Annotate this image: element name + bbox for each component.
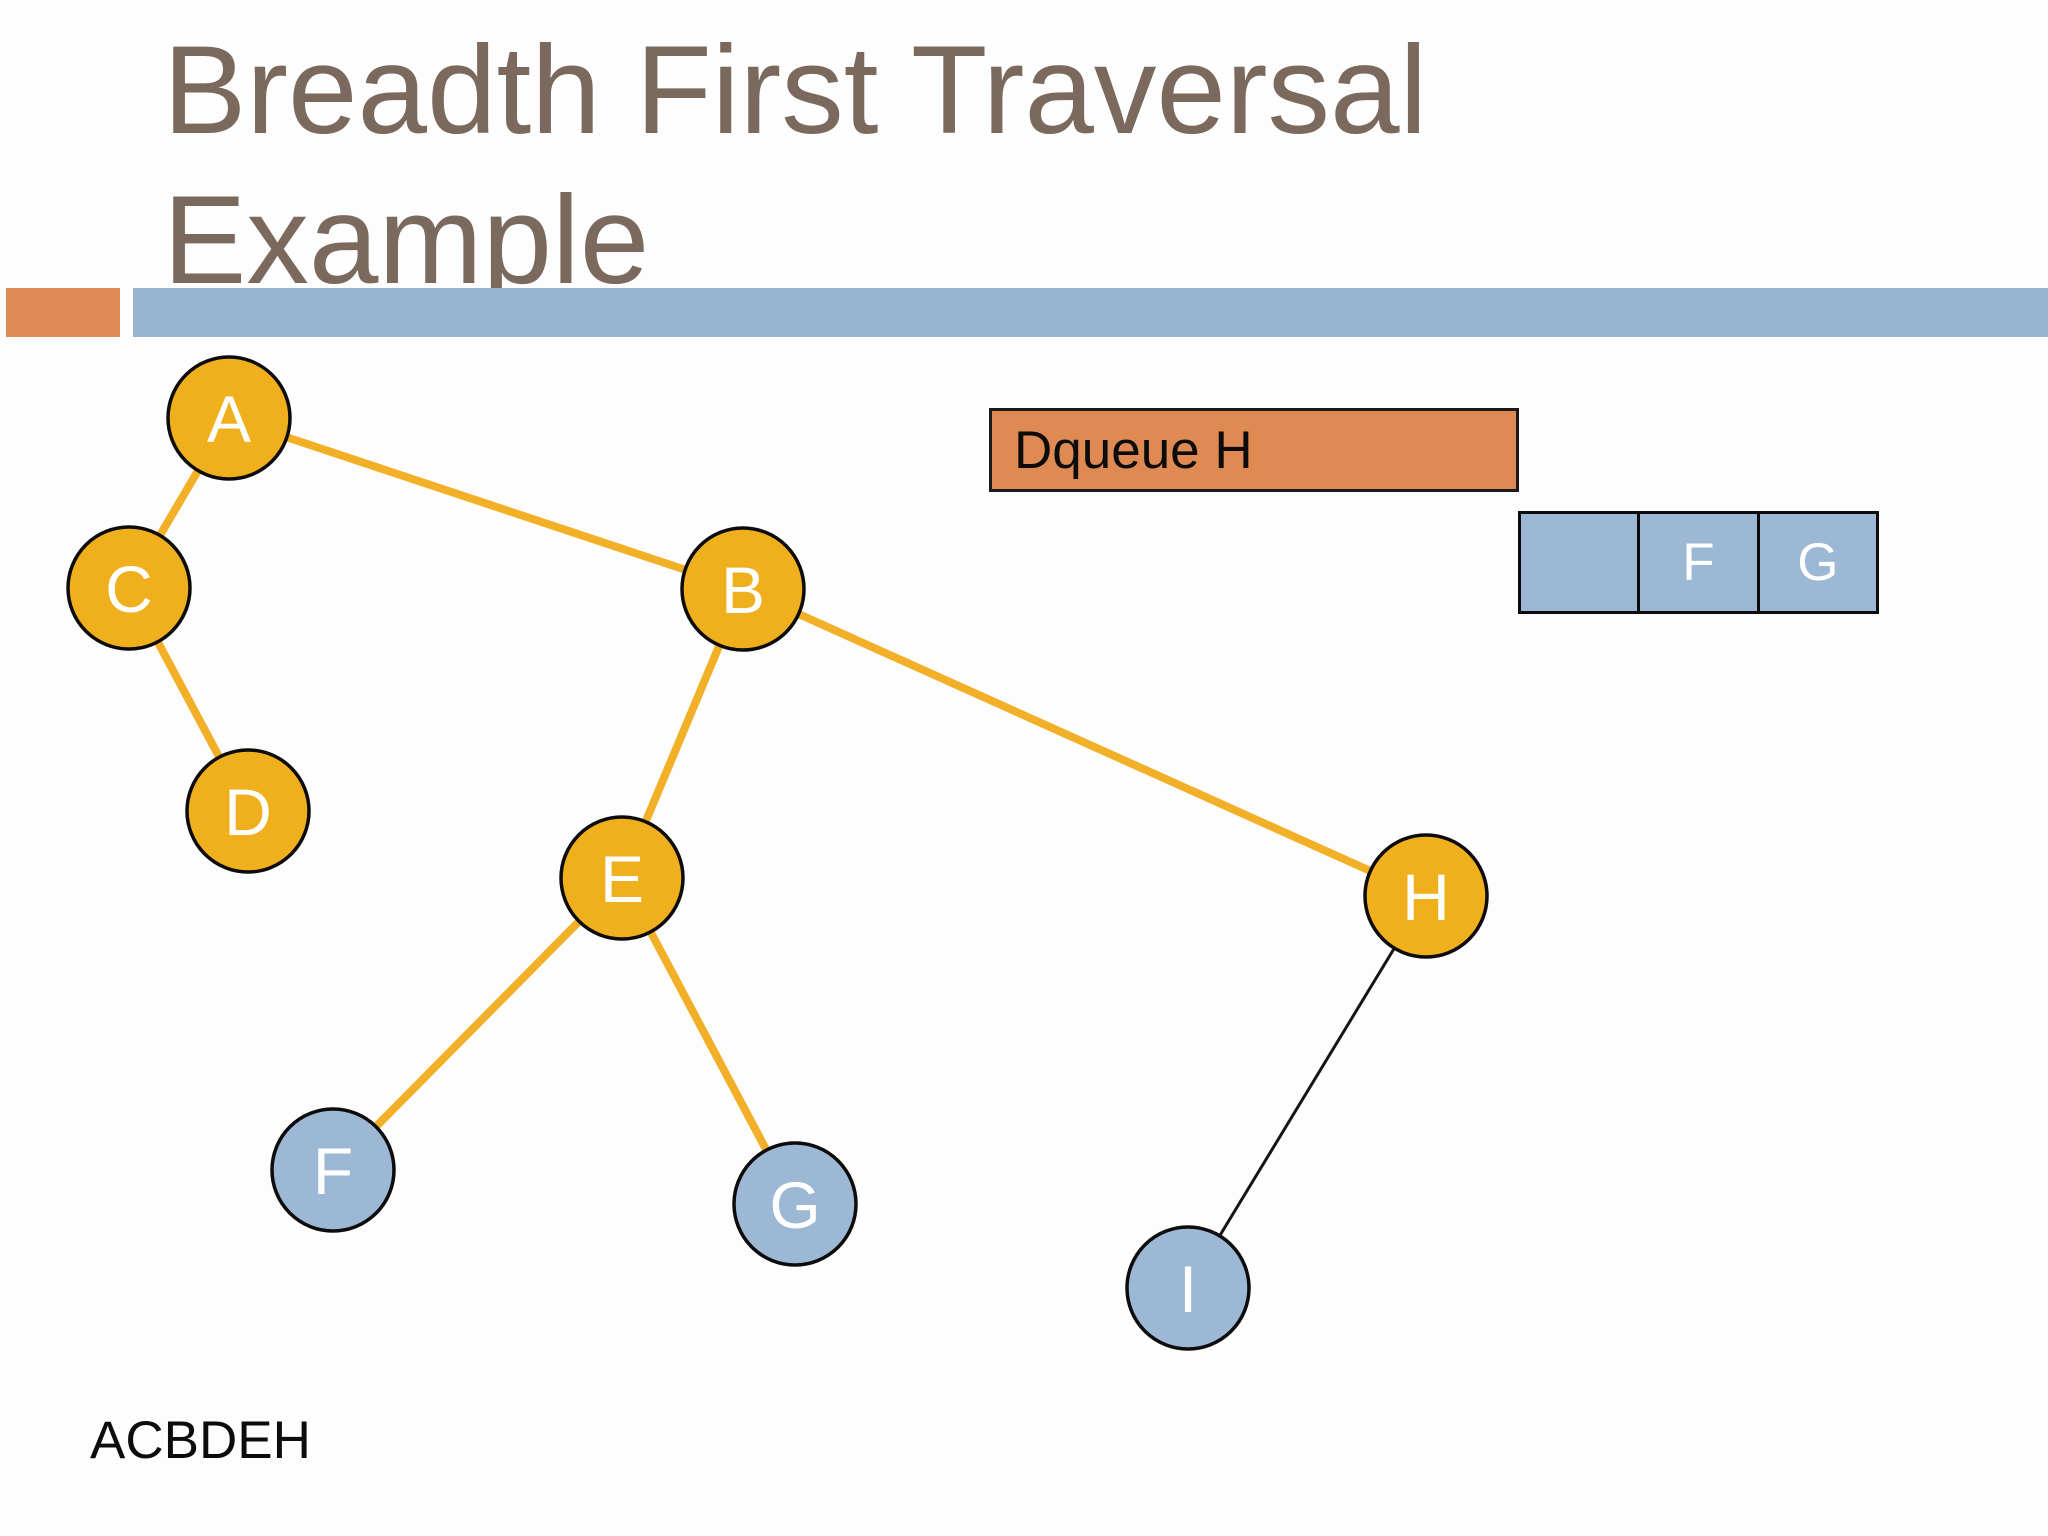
slide-title: Breadth First Traversal Example <box>163 16 1663 316</box>
edge-H-I <box>1186 895 1428 1289</box>
node-C: C <box>66 525 192 651</box>
node-circle-E <box>559 815 685 941</box>
edge-A-B <box>227 414 745 593</box>
node-H: H <box>1363 833 1489 959</box>
queue-table: F G <box>1518 511 1879 614</box>
node-circle-B <box>680 526 806 652</box>
edge-E-F <box>330 875 625 1173</box>
accent-bar-orange <box>6 288 120 337</box>
node-circle-A <box>166 355 292 481</box>
node-label-I: I <box>1179 1252 1197 1326</box>
node-label-F: F <box>313 1134 353 1208</box>
node-F: F <box>270 1107 396 1233</box>
queue-cell-3: G <box>1797 533 1839 592</box>
node-E: E <box>559 815 685 941</box>
queue-cell-2: F <box>1640 514 1760 611</box>
node-D: D <box>185 748 311 874</box>
dqueue-callout-label: Dqueue H <box>1014 420 1253 480</box>
node-label-B: B <box>721 553 765 627</box>
node-circle-C <box>66 525 192 651</box>
node-label-E: E <box>600 842 644 916</box>
node-A: A <box>166 355 292 481</box>
queue-cell-1 <box>1521 514 1641 611</box>
node-circle-G <box>732 1141 858 1267</box>
node-circle-H <box>1363 833 1489 959</box>
edge-B-H <box>741 585 1428 900</box>
slide-title-line2: Example <box>163 171 650 310</box>
node-label-A: A <box>207 382 251 456</box>
node-label-C: C <box>105 552 153 626</box>
node-label-D: D <box>224 775 272 849</box>
node-circle-D <box>185 748 311 874</box>
accent-bar-blue <box>133 288 2048 337</box>
node-circle-F <box>270 1107 396 1233</box>
node-B: B <box>680 526 806 652</box>
slide-title-line1: Breadth First Traversal <box>163 21 1428 160</box>
node-label-G: G <box>769 1168 820 1242</box>
node-I: I <box>1125 1225 1251 1351</box>
node-label-H: H <box>1402 860 1450 934</box>
traversal-order-text: ACBDEH <box>90 1411 311 1470</box>
node-circle-I <box>1125 1225 1251 1351</box>
node-G: G <box>732 1141 858 1267</box>
dqueue-callout: Dqueue H <box>989 408 1519 492</box>
